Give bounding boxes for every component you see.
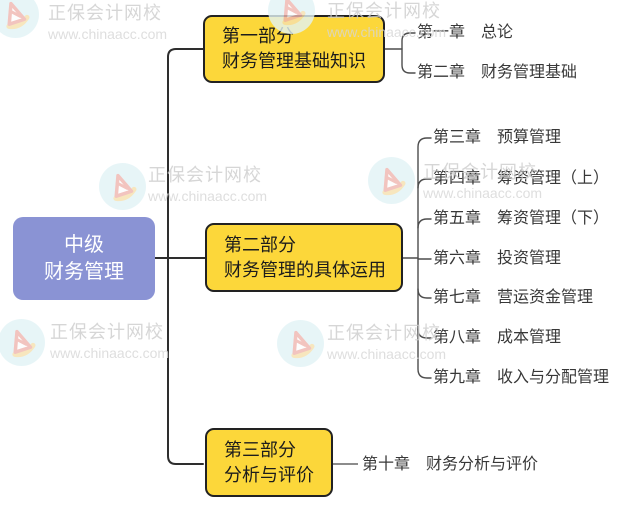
part1-label-line2: 财务管理基础知识 [222,51,366,71]
chapter-node-9[interactable]: 第九章 收入与分配管理 [433,369,610,386]
connector-ch5 [417,218,432,229]
root-label-line2: 财务管理 [44,260,124,283]
root-label-line1: 中级 [64,233,104,256]
part1-label-line1: 第一部分 [222,26,294,46]
chapter-node-10[interactable]: 第十章 财务分析与评价 [362,456,539,473]
part3-label-line1: 第三部分 [224,439,296,460]
part1-node[interactable]: 第一部分 财务管理基础知识 [203,15,385,83]
part3-node[interactable]: 第三部分 分析与评价 [205,428,333,497]
root-node-intermediate-financial-management[interactable]: 中级 财务管理 [13,217,155,300]
connector-ch8 [417,328,432,339]
connector-ch4 [417,178,432,189]
connector-part1-bracket [401,32,416,74]
chapter-node-1[interactable]: 第一章 总论 [417,24,514,41]
chapter-node-5[interactable]: 第五章 筹资管理（下） [433,210,610,227]
chapter-node-2[interactable]: 第二章 财务管理基础 [417,64,578,81]
part2-node[interactable]: 第二部分 财务管理的具体运用 [205,223,403,292]
chapter-node-6[interactable]: 第六章 投资管理 [433,250,562,267]
chapter-node-7[interactable]: 第七章 营运资金管理 [433,289,594,306]
part2-label-line2: 财务管理的具体运用 [224,259,386,280]
part3-label-line2: 分析与评价 [224,464,314,485]
chapter-node-3[interactable]: 第三章 预算管理 [433,129,562,146]
part2-label-line1: 第二部分 [224,234,296,255]
connector-part2-bracket [417,137,432,379]
connector-spine [167,48,204,465]
connector-ch7 [417,288,432,299]
chapter-node-8[interactable]: 第八章 成本管理 [433,329,562,346]
chapter-node-4[interactable]: 第四章 筹资管理（上） [433,170,610,187]
